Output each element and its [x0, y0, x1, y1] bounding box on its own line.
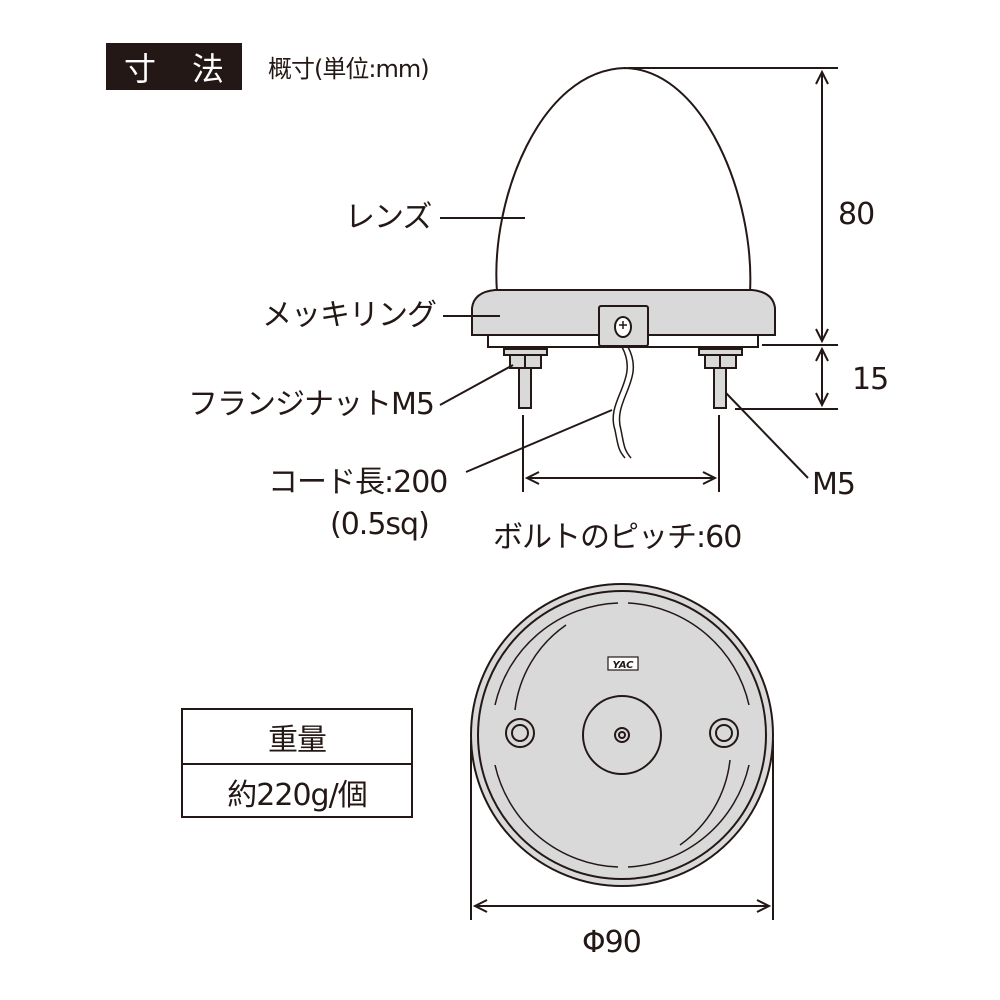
- flange-nut-right: [698, 348, 743, 409]
- label-bolt: M5: [812, 467, 856, 502]
- weight-value: 約220g/個: [227, 777, 367, 813]
- yac-logo: [607, 656, 639, 671]
- lens-dome: [495, 66, 752, 293]
- label-cord-length: コード長:200: [268, 465, 448, 500]
- base-outer: [470, 583, 774, 887]
- unit-note: 概寸(単位:mm): [268, 55, 430, 83]
- weight-header: 重量: [183, 710, 411, 765]
- label-cord-spec: (0.5sq): [330, 507, 430, 542]
- weight-table: 重量 約220g/個: [181, 708, 413, 818]
- label-plated-ring: メッキリング: [262, 298, 437, 333]
- dim-height-bolt: 15: [852, 362, 889, 397]
- bolt-hole-right: [709, 718, 739, 748]
- title-char: 寸: [123, 49, 156, 88]
- dim-diameter: Φ90: [582, 925, 642, 960]
- center-boss: [582, 695, 662, 775]
- section-title: 寸 法: [106, 43, 242, 90]
- flange-nut-left: [503, 348, 548, 409]
- dim-height-lens: 80: [838, 197, 875, 232]
- label-bolt-pitch: ボルトのピッチ:60: [493, 520, 742, 555]
- label-lens: レンズ: [345, 200, 432, 235]
- cord: [612, 346, 634, 459]
- label-flange-nut: フランジナットM5: [188, 387, 435, 422]
- bolt-hole-left: [505, 718, 535, 748]
- title-char: 法: [191, 49, 224, 88]
- svg-text:YAC: YAC: [612, 660, 634, 671]
